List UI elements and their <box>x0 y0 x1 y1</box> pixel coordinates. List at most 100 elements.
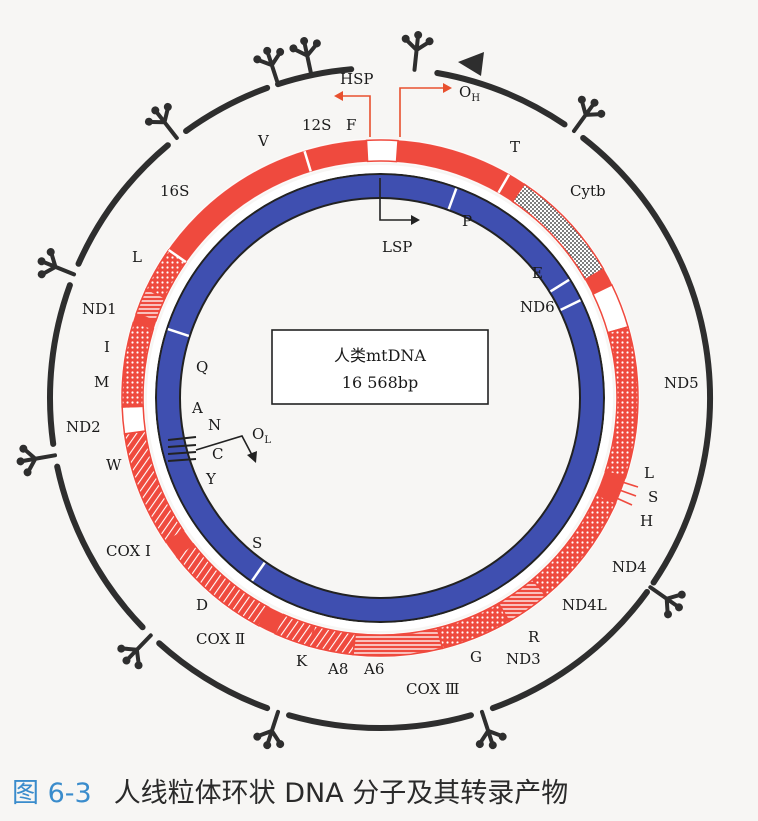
q-tick <box>167 327 190 338</box>
trna-cloverleaf-1 <box>401 30 434 72</box>
trna-cloverleaf-4-loop-right <box>475 740 484 749</box>
label-lsp: LSP <box>382 238 412 256</box>
figure-number: 图 6-3 <box>12 777 92 809</box>
label-w: W <box>106 456 122 474</box>
trna-cloverleaf-7 <box>16 444 58 477</box>
label-coxii: COX Ⅱ <box>196 630 245 648</box>
label-f: F <box>346 116 356 134</box>
e-tick <box>549 278 570 293</box>
label-r: R <box>528 628 540 646</box>
label-coxiii: COX Ⅲ <box>406 680 459 698</box>
label-a6: A6 <box>363 660 384 678</box>
trna-cloverleaf-6-loop-right <box>117 644 126 653</box>
a8-segment <box>274 613 316 647</box>
t-tick <box>497 173 511 194</box>
label-d: D <box>196 596 208 614</box>
trna-cloverleaf-3 <box>648 585 686 619</box>
trna-cloverleaf-9-loop-right <box>163 102 172 111</box>
label-l-right: L <box>644 464 654 482</box>
l-tick <box>167 248 187 264</box>
cox3-segment <box>352 627 444 657</box>
label-cytb: Cytb <box>570 182 606 200</box>
label-16s: 16S <box>160 182 189 200</box>
trna-cloverleaf-0-loop-left <box>289 44 298 53</box>
trna-cloverleaf-3-stem <box>648 585 681 614</box>
trna-cloverleaf-8-loop-top <box>37 257 46 266</box>
label-nd5: ND5 <box>664 374 699 392</box>
heavy-outer-edge <box>120 138 640 658</box>
trna-cloverleaf-2-loop-top <box>590 98 599 107</box>
label-s-right: S <box>648 488 658 506</box>
transcript-arc-8 <box>75 142 171 267</box>
transcript-arc-3 <box>489 588 650 712</box>
trna-cloverleaf-8 <box>37 248 77 279</box>
ol-arrow <box>195 435 257 463</box>
label-k: K <box>296 652 308 670</box>
trna-cloverleaf-2-loop-right <box>597 109 606 118</box>
label-q: Q <box>196 358 208 376</box>
trna-cloverleaf-6-loop-left <box>134 661 143 670</box>
label-nd4: ND4 <box>612 558 647 576</box>
label-nd1: ND1 <box>82 300 117 318</box>
trna-cloverleaf-9-loop-left <box>144 117 153 126</box>
heavy-strand <box>120 138 640 658</box>
transcript-arc-2 <box>580 134 713 586</box>
trna-cloverleaf-0-loop-right <box>312 39 321 48</box>
transcript-arc-1 <box>434 70 568 128</box>
trna-cloverleaf-6-loop-top <box>122 656 131 665</box>
trna-cloverleaf-9-stem <box>149 107 179 140</box>
label-s-inner: S <box>252 534 262 552</box>
trna-cloverleaf-7-loop-right <box>19 444 28 453</box>
s-tick <box>251 561 266 582</box>
label-h: H <box>640 512 653 530</box>
trna-cloverleaf-0-stem <box>293 41 318 78</box>
label-hsp: HSP <box>340 70 373 88</box>
label-nd6: ND6 <box>520 298 555 316</box>
center-label-box <box>271 329 489 405</box>
trna-cloverleaf-4 <box>475 709 507 750</box>
w-segment <box>121 405 147 435</box>
nd6-tick <box>560 299 581 312</box>
trna-cloverleaf-2-loop-left <box>577 95 586 104</box>
transcript-arc-5 <box>156 640 271 712</box>
trna-cloverleaf-6 <box>117 633 153 670</box>
label-a: A <box>191 399 203 417</box>
trna-cloverleaf-2 <box>571 95 606 134</box>
trna-cloverleaf-1-stem <box>405 35 430 72</box>
strand-gap <box>147 165 613 631</box>
label-e: E <box>532 264 543 282</box>
nd5-segment <box>604 325 639 479</box>
heavy-inner-edge <box>143 161 617 635</box>
label-a8: A8 <box>327 660 348 678</box>
label-12s: 12S <box>302 116 331 134</box>
trna-cloverleaf-1-loop-top <box>414 30 423 39</box>
trna-cloverleaf-3-loop-left <box>677 590 686 599</box>
label-nd2: ND2 <box>66 418 101 436</box>
transcript-arc-0 <box>275 66 355 88</box>
trna-cloverleaf-5-loop-left <box>276 740 285 749</box>
trna-cloverleaf-0 <box>289 36 321 78</box>
label-m: M <box>94 373 109 391</box>
trna-cloverleaf-5 <box>253 709 285 750</box>
label-oh: OH <box>459 83 480 104</box>
hsp-arrow <box>334 91 371 137</box>
trna-cloverleaf-1-loop-left <box>401 34 410 43</box>
label-l-top: L <box>132 248 142 266</box>
transcript-arc-4 <box>286 712 474 731</box>
transcript-arc-9 <box>183 84 271 135</box>
center-size: 16 568bp <box>342 373 418 392</box>
trna-cloverleaf-3-loop-right <box>664 610 673 619</box>
label-g: G <box>470 648 482 666</box>
mtdna-diagram: 人类mtDNA 16 568bp HSP OH 12S F V T Cytb 1… <box>16 30 713 750</box>
figure-caption-text: 人线粒体环状 DNA 分子及其转录产物 <box>113 777 569 809</box>
label-ol: OL <box>252 425 271 446</box>
trna-cloverleaf-10-loop-left <box>253 55 262 64</box>
trna-cloverleaf-7-stem <box>21 448 58 473</box>
label-nd4l: ND4L <box>562 596 607 614</box>
trna-cloverleaf-8-loop-right <box>46 248 55 257</box>
lsp-arrow <box>379 178 420 225</box>
a6-segment <box>307 624 357 656</box>
transcript-arrowhead <box>458 52 484 76</box>
transcript-arc-7 <box>47 282 73 447</box>
figure-caption: 图 6-3 人线粒体环状 DNA 分子及其转录产物 <box>12 768 568 812</box>
